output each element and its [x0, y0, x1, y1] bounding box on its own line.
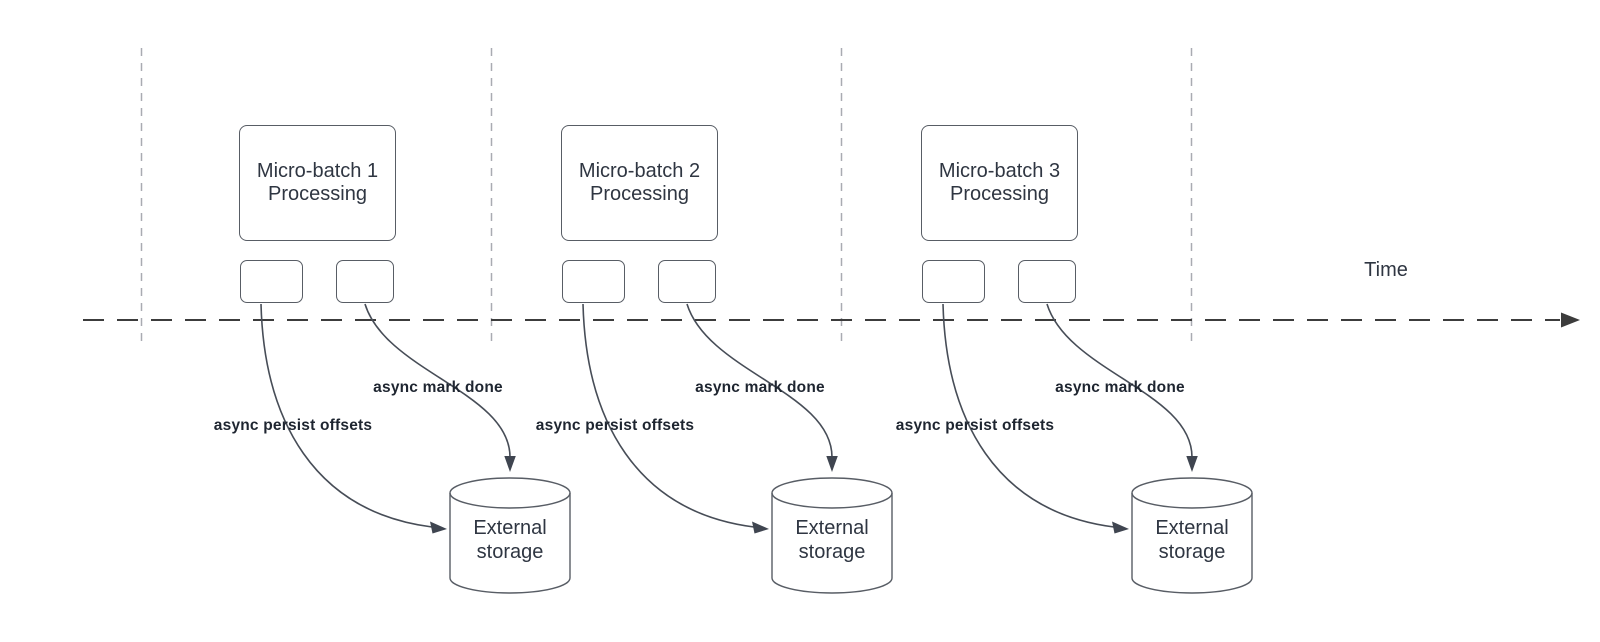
persist-offsets-arrow-label: async persist offsets: [895, 417, 1055, 434]
micro-batch-group-1: Micro-batch 1 Processing async persist o…: [214, 0, 579, 642]
micro-batch-2-shapes: [582, 303, 893, 594]
persist-offsets-task-box: [562, 260, 625, 303]
persist-offsets-arrow-label: async persist offsets: [535, 417, 695, 434]
storage-cylinder-rim: [449, 492, 571, 509]
processing-box: Micro-batch 1 Processing: [239, 125, 396, 241]
mark-done-arrow-label: async mark done: [373, 379, 503, 396]
micro-batch-3-shapes: [942, 303, 1253, 594]
storage-cylinder: [449, 477, 571, 594]
mark-done-task-box: [336, 260, 394, 303]
mark-done-arrow-label: async mark done: [695, 379, 825, 396]
external-storage-label: External storage: [795, 517, 869, 563]
mark-done-task-box: [1018, 260, 1076, 303]
storage-cylinder-rim: [1131, 492, 1253, 509]
persist-offsets-arrowhead: [430, 521, 447, 534]
time-axis-arrowhead: [1561, 312, 1580, 328]
mark-done-arrow-label: async mark done: [1055, 379, 1185, 396]
micro-batch-group-2: Micro-batch 2 Processing async persist o…: [536, 0, 901, 642]
external-storage-label: External storage: [473, 517, 547, 563]
mark-done-arrow: [1046, 303, 1193, 459]
persist-offsets-task-box: [922, 260, 985, 303]
persist-offsets-arrow: [942, 303, 1115, 528]
persist-offsets-arrow-label: async persist offsets: [213, 417, 373, 434]
persist-offsets-arrowhead: [1112, 521, 1129, 534]
mark-done-arrowhead: [504, 456, 516, 472]
processing-box: Micro-batch 2 Processing: [561, 125, 718, 241]
persist-offsets-arrow: [260, 303, 433, 528]
persist-offsets-arrow: [582, 303, 755, 528]
storage-cylinder: [1131, 477, 1253, 594]
storage-cylinder-rim: [771, 492, 893, 509]
micro-batch-1-shapes: [260, 303, 571, 594]
time-axis-label: Time: [1364, 259, 1408, 281]
mark-done-arrowhead: [1186, 456, 1198, 472]
mark-done-task-box: [658, 260, 716, 303]
storage-cylinder: [771, 477, 893, 594]
external-storage-label: External storage: [1155, 517, 1229, 563]
processing-box: Micro-batch 3 Processing: [921, 125, 1078, 241]
mark-done-arrow: [686, 303, 833, 459]
micro-batch-group-3: Micro-batch 3 Processing async persist o…: [896, 0, 1261, 642]
mark-done-arrow: [364, 303, 511, 459]
persist-offsets-task-box: [240, 260, 303, 303]
mark-done-arrowhead: [826, 456, 838, 472]
persist-offsets-arrowhead: [752, 521, 769, 534]
